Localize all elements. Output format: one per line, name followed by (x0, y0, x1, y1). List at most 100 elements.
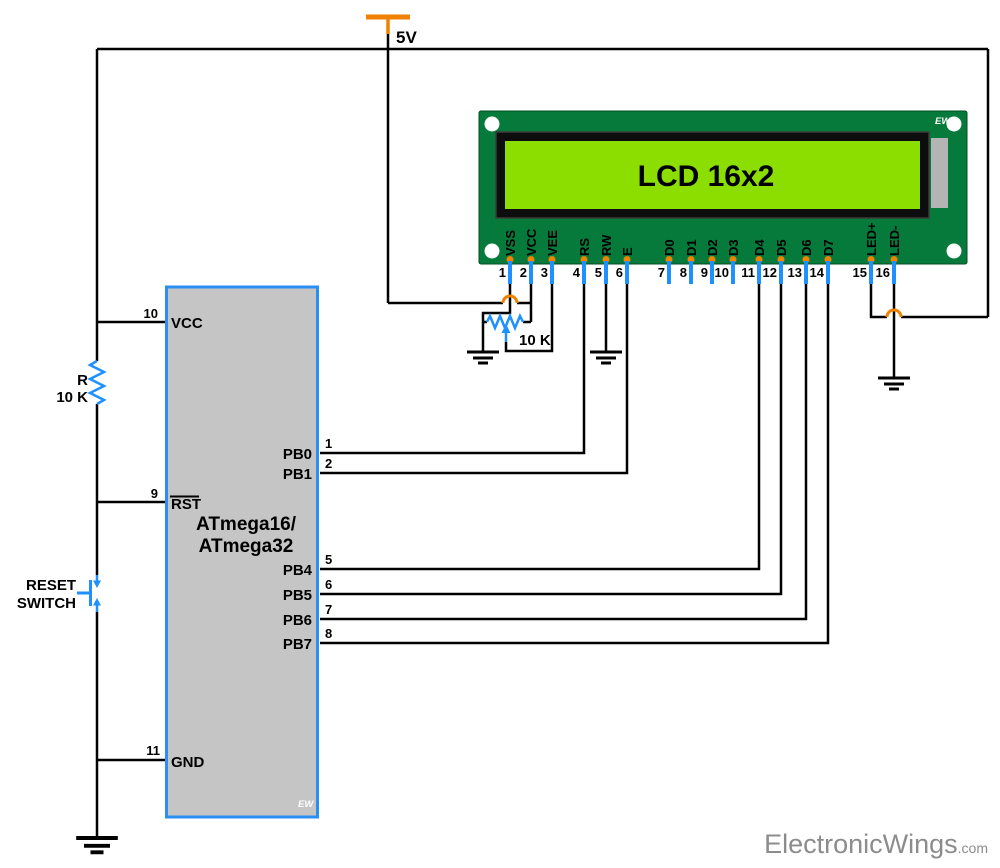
svg-text:LED+: LED+ (864, 222, 879, 256)
lcd-mount-hole (484, 116, 500, 132)
mcu-pin-pb4: 5 PB4 (283, 552, 332, 579)
svg-text:VCC: VCC (171, 315, 203, 332)
wire-hop-vss (501, 294, 519, 304)
svg-text:2: 2 (325, 456, 332, 471)
mcu-name-line2: ATmega32 (199, 536, 294, 557)
svg-text:4: 4 (573, 265, 581, 280)
svg-text:11: 11 (741, 265, 755, 280)
lcd-pin-11: 11 D4 (741, 239, 767, 284)
lcd-pin-8: 8 D1 (680, 239, 699, 284)
lcd-mount-hole (946, 243, 962, 259)
wire-lcd-vss-to-gnd (481, 284, 512, 351)
svg-text:PB6: PB6 (283, 612, 312, 629)
resistor-r-10k: R 10 K (56, 359, 107, 406)
svg-text:RS: RS (577, 238, 592, 256)
reset-switch-label-2: SWITCH (17, 595, 76, 612)
lcd-pin-2: 2 VCC (520, 228, 539, 284)
svg-text:D6: D6 (799, 239, 814, 256)
lcd-backlight-tab (931, 138, 948, 208)
svg-text:2: 2 (520, 265, 527, 280)
svg-text:5: 5 (325, 552, 332, 567)
svg-text:VSS: VSS (503, 230, 518, 256)
brand-watermark: ElectronicWings.com (764, 829, 988, 859)
wire-d4-to-pb4 (320, 284, 761, 571)
svg-text:7: 7 (325, 602, 332, 617)
lcd-pin-14: 14 D7 (810, 239, 836, 284)
ground-symbol-vss (465, 350, 501, 365)
power-5v-label: 5V (396, 28, 417, 47)
svg-text:11: 11 (146, 743, 160, 758)
power-5v-symbol: 5V (366, 14, 417, 47)
ground-symbol-rw (588, 350, 624, 365)
mcu-body (165, 285, 319, 819)
svg-text:PB7: PB7 (283, 636, 312, 653)
svg-text:RST: RST (171, 496, 201, 513)
mcu-pin-pb1: 2 PB1 (283, 456, 332, 483)
svg-text:RW: RW (599, 234, 614, 256)
wire-ledplus-to-5v (869, 284, 988, 319)
mcu-pin-rst: 9 RST (151, 486, 201, 513)
lcd-pin-3: 3 VEE (541, 230, 560, 284)
lcd-brand-mark: EW (935, 116, 951, 127)
svg-text:8: 8 (680, 265, 687, 280)
lcd-pin-1: 1 VSS (499, 230, 518, 284)
svg-text:E: E (620, 247, 635, 256)
wire-hop-led (885, 308, 903, 318)
svg-text:D0: D0 (662, 239, 677, 256)
mcu-pin-gnd: 11 GND (146, 743, 204, 771)
svg-text:LED-: LED- (887, 226, 902, 256)
svg-text:3: 3 (541, 265, 548, 280)
svg-text:9: 9 (151, 486, 158, 501)
svg-text:6: 6 (616, 265, 623, 280)
potentiometer-10k: 10 K (485, 312, 551, 349)
wire-e-to-pb1 (320, 284, 629, 475)
pot-value: 10 K (519, 332, 551, 349)
svg-text:D5: D5 (774, 239, 789, 256)
svg-text:8: 8 (325, 626, 332, 641)
lcd-pin-6: 6 E (616, 247, 635, 284)
lcd-mount-hole (484, 243, 500, 259)
svg-text:D4: D4 (752, 239, 767, 256)
lcd-module: EW LCD 16x2 1 VSS 2 VCC 3 VEE 4 RS 5 (478, 110, 968, 284)
lcd-title: LCD 16x2 (638, 160, 775, 193)
pot-wiper-arrow (501, 324, 511, 333)
wires (95, 30, 990, 838)
svg-text:15: 15 (853, 265, 867, 280)
mcu-brand-mark: EW (298, 799, 314, 810)
svg-text:14: 14 (810, 265, 825, 280)
mcu-pin-pb0: 1 PB0 (283, 436, 332, 463)
svg-text:PB4: PB4 (283, 562, 313, 579)
resistor-designator: R (77, 372, 88, 389)
svg-text:GND: GND (171, 754, 205, 771)
svg-text:9: 9 (701, 265, 708, 280)
svg-text:1: 1 (499, 265, 506, 280)
wire-pot-wiper-to-vee (504, 284, 554, 353)
svg-text:PB0: PB0 (283, 446, 312, 463)
wire-d5-to-pb5 (320, 284, 783, 596)
svg-text:D3: D3 (726, 239, 741, 256)
lcd-pin-16: 16 LED- (876, 226, 902, 284)
wire-d6-to-pb6 (320, 284, 808, 621)
mcu-pin-pb7: 8 PB7 (283, 626, 332, 653)
svg-text:PB1: PB1 (283, 466, 312, 483)
lcd-pin-4: 4 RS (573, 238, 592, 284)
resistor-value: 10 K (56, 389, 88, 406)
svg-text:10: 10 (144, 306, 158, 321)
svg-text:PB5: PB5 (283, 587, 312, 604)
lcd-pin-5: 5 RW (595, 234, 614, 284)
svg-text:6: 6 (325, 577, 332, 592)
svg-text:D2: D2 (705, 239, 720, 256)
lcd-pin-10: 10 D3 (715, 239, 741, 284)
lcd-mount-hole (946, 116, 962, 132)
svg-text:7: 7 (658, 265, 665, 280)
lcd-pin-15: 15 LED+ (853, 222, 879, 284)
ground-symbol-main (74, 836, 120, 855)
lcd-screen (505, 141, 920, 209)
reset-switch-label-1: RESET (26, 577, 76, 594)
mcu-pin-vcc: 10 VCC (144, 306, 203, 332)
svg-text:D1: D1 (684, 239, 699, 256)
lcd-pin-12: 12 D5 (763, 239, 789, 284)
lcd-pin-13: 13 D6 (788, 239, 814, 284)
